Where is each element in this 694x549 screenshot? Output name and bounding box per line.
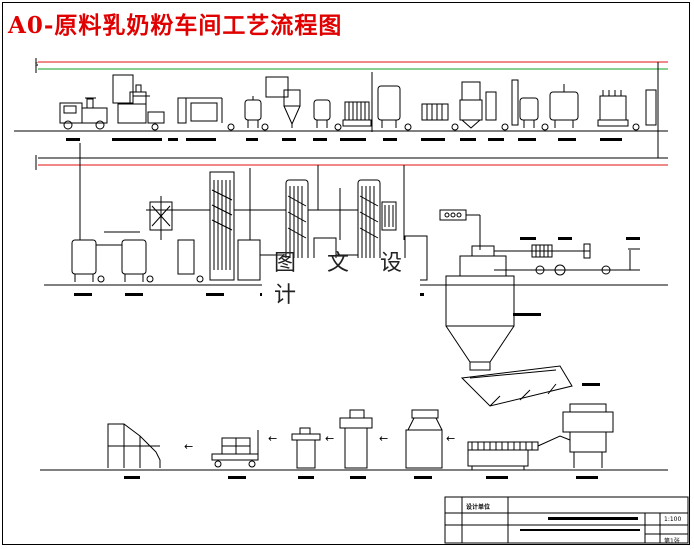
title-block-sheet: 第1张: [664, 538, 680, 545]
cooling-tank: [371, 72, 401, 132]
labeling-machine: [291, 427, 321, 479]
can-seaming-machine: [339, 409, 373, 479]
flow-arrow-5: ←: [184, 440, 194, 453]
evaporator-effect-1: [209, 171, 261, 281]
standardization-tank: [511, 79, 539, 128]
buffer-tank-2: [313, 99, 331, 128]
title-block: [444, 496, 689, 544]
milk-filter: [177, 97, 223, 124]
vibrating-fluid-bed: [460, 365, 573, 407]
row1-equipment-tags: [66, 138, 622, 141]
row2-equipment: [71, 165, 428, 296]
preheater: [149, 196, 195, 275]
flow-arrow-1: ←: [446, 432, 456, 445]
flow-arrow-2: ←: [379, 432, 389, 445]
dryer-tags: [520, 237, 640, 240]
title-block-scale: 1:100: [664, 516, 682, 523]
finished-goods-stack: [107, 423, 161, 479]
buffer-tank-1: [244, 96, 262, 128]
powder-sieve: [562, 403, 614, 479]
row1-equipment: [59, 72, 657, 141]
packing-cart: [211, 430, 259, 479]
centrifugal-separator: [265, 76, 301, 128]
flow-arrow-4: ←: [268, 432, 278, 445]
svg-text:S: S: [35, 62, 38, 68]
mixing-tank: [549, 84, 579, 128]
row1-pipelines: S: [35, 58, 668, 73]
watermark-label: 图 文 设 计: [262, 251, 420, 308]
flow-arrow-3: ←: [325, 432, 335, 445]
title-block-company: 设计单位: [466, 504, 491, 511]
homogenizer: [597, 90, 629, 127]
row1-pumps: [151, 123, 640, 131]
spray-dryer: [439, 209, 640, 386]
plate-heat-exchanger-2: [421, 103, 449, 121]
receiving-station: [112, 74, 165, 124]
drawing-title: A0-原料乳奶粉车间工艺流程图: [8, 12, 343, 39]
row2-connecting-pipes: [96, 168, 358, 256]
evaporator-effect-2: [285, 165, 337, 281]
row2-pipelines: [35, 62, 668, 240]
vertical-pipe-end: [645, 89, 657, 126]
raw-milk-storage-tanks: [71, 231, 147, 282]
clarifier: [459, 81, 497, 129]
powder-filling-machine: [405, 409, 443, 479]
powder-conveyor: [467, 435, 571, 479]
milk-tanker-truck: [59, 97, 108, 130]
plate-heat-exchanger-1: [342, 101, 372, 127]
